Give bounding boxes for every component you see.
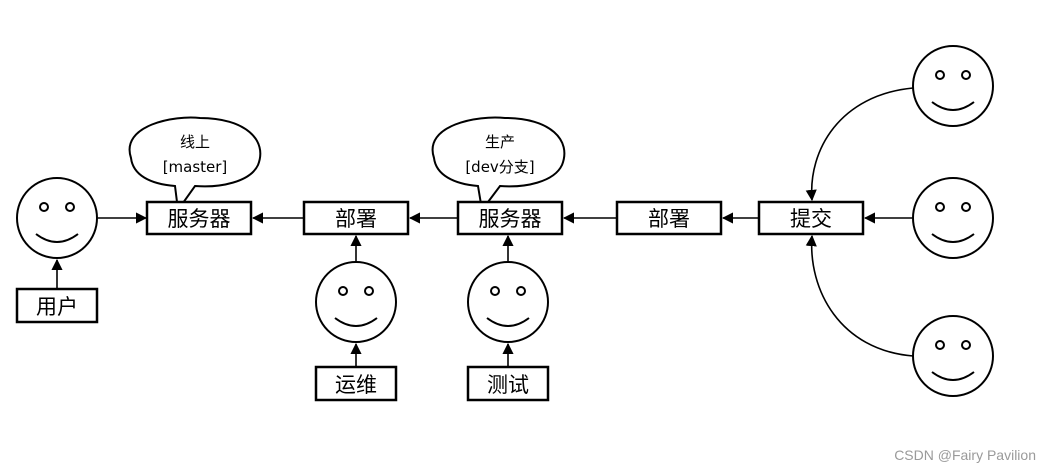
box-role-user: 用户 (15, 287, 99, 324)
box-deploy-ops-label: 部署 (335, 207, 377, 231)
bubble-master-line1: 线上 (180, 133, 210, 151)
smiley-icon-user (16, 177, 98, 259)
box-server-prod-label: 服务器 (168, 207, 231, 231)
arrow-dev-top-to-commit (805, 87, 914, 202)
box-commit-label: 提交 (790, 207, 832, 231)
smiley-icon-test (467, 261, 549, 343)
box-server-dev: 服务器 (456, 200, 564, 236)
bubble-dev-line1: 生产 (485, 133, 515, 151)
bubble-master-line2: [master] (163, 158, 228, 176)
smiley-icon-dev-bottom (912, 315, 994, 397)
watermark: CSDN @Fairy Pavilion (894, 447, 1036, 463)
box-server-prod: 服务器 (145, 200, 253, 236)
speech-bubble-master: 线上 [master] (128, 116, 262, 213)
speech-bubble-dev: 生产 [dev分支] (431, 116, 566, 213)
box-role-ops: 运维 (314, 365, 398, 402)
role-test-label: 测试 (487, 373, 529, 397)
box-role-test: 测试 (466, 365, 550, 402)
box-server-dev-label: 服务器 (479, 207, 542, 231)
box-deploy-dev: 部署 (615, 200, 723, 236)
smiley-icon-ops (315, 261, 397, 343)
smiley-icon-dev-middle (912, 177, 994, 259)
role-ops-label: 运维 (335, 373, 377, 397)
role-user-label: 用户 (36, 295, 78, 319)
smiley-icon-dev-top (912, 45, 994, 127)
box-deploy-ops: 部署 (302, 200, 410, 236)
bubble-dev-line2: [dev分支] (465, 158, 534, 176)
arrow-dev-bottom-to-commit (805, 234, 914, 357)
box-deploy-dev-label: 部署 (648, 207, 690, 231)
box-commit: 提交 (757, 200, 865, 236)
